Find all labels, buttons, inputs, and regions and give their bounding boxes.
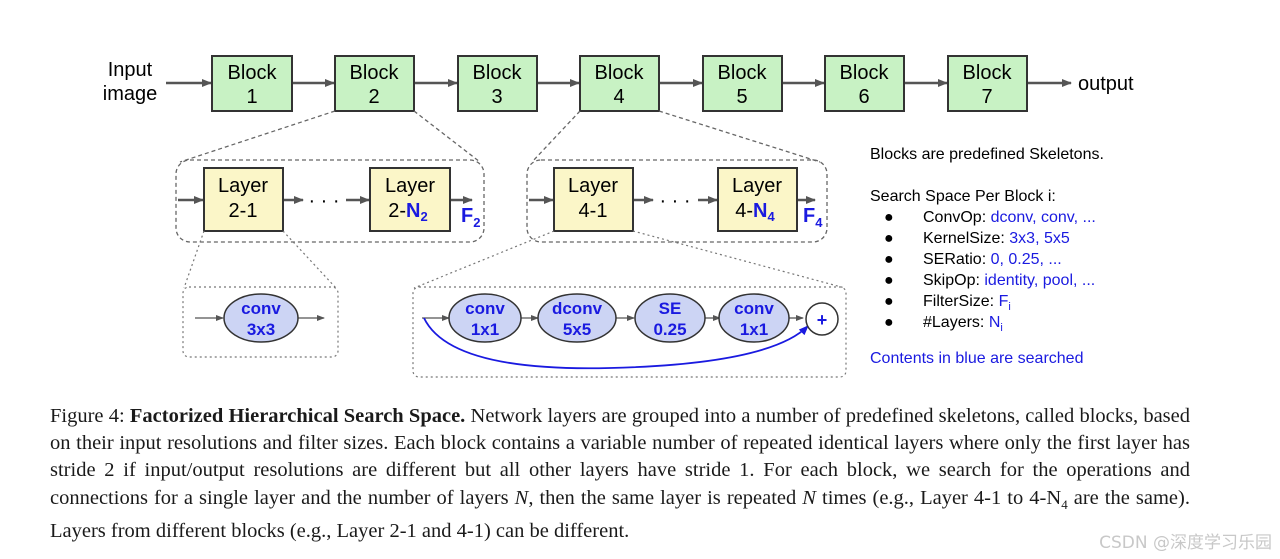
svg-text:1x1: 1x1 <box>471 320 499 339</box>
svg-text:conv: conv <box>241 299 281 318</box>
svg-text:7: 7 <box>981 86 992 108</box>
svg-text:Layer: Layer <box>568 175 618 197</box>
legend-subheading: Search Space Per Block i: <box>870 188 1056 205</box>
svg-text:dconv: dconv <box>552 299 603 318</box>
legend-item-filtersize: FilterSize: Fi <box>923 293 1011 314</box>
input-label-line2: image <box>103 83 157 105</box>
svg-text:SE: SE <box>659 299 682 318</box>
zoom-line-layer21-right <box>282 230 337 289</box>
block-4: Block 4 <box>579 55 660 112</box>
watermark: CSDN @深度学习乐园 <box>1099 533 1272 553</box>
layer-dots: · · · <box>659 190 690 212</box>
svg-text:4-N4: 4-N4 <box>735 200 775 224</box>
svg-text:Layer: Layer <box>732 175 782 197</box>
legend-item-seratio: SERatio: 0, 0.25, ... <box>923 251 1062 268</box>
zoom-line-layer21-left <box>183 230 205 289</box>
svg-text:5: 5 <box>736 86 747 108</box>
layer41-detail: conv 1x1 dconv 5x5 SE 0.25 conv 1x1 + <box>412 286 847 378</box>
skip-connection-arrow <box>423 317 809 370</box>
svg-text:Block: Block <box>718 62 768 84</box>
zoom-line-block2-left <box>179 110 336 163</box>
block-7: Block 7 <box>947 55 1028 112</box>
plus-sign: + <box>817 310 828 330</box>
add-node: + <box>805 302 839 336</box>
legend-item-layers: #Layers: Ni <box>923 314 1003 335</box>
layer21-detail: conv 3x3 <box>182 286 339 358</box>
legend-item-kernelsize: KernelSize: 3x3, 5x5 <box>923 230 1070 247</box>
svg-text:conv: conv <box>465 299 505 318</box>
legend-bullet: ● <box>884 314 894 331</box>
svg-text:2-N2: 2-N2 <box>388 200 427 224</box>
op-dconv-5x5: dconv 5x5 <box>537 293 617 343</box>
svg-text:4-1: 4-1 <box>579 200 608 222</box>
layer-4-n4: Layer 4-N4 <box>717 167 798 232</box>
block4-layers-group: Layer 4-1 · · · Layer 4-N4 F4 <box>526 159 828 243</box>
svg-text:Layer: Layer <box>385 175 435 197</box>
zoom-line-block4-right <box>658 110 821 163</box>
legend-note: Contents in blue are searched <box>870 350 1084 367</box>
legend-bullet: ● <box>884 293 894 310</box>
input-label: Input image <box>103 59 157 105</box>
layer-4-1: Layer 4-1 <box>553 167 634 232</box>
svg-text:2: 2 <box>368 86 379 108</box>
zoom-line-layer41-right <box>632 230 846 289</box>
svg-text:1x1: 1x1 <box>740 320 768 339</box>
block-2: Block 2 <box>334 55 415 112</box>
op-conv-1x1-first: conv 1x1 <box>448 293 522 343</box>
search-space-diagram: Input image Block 1 Block 2 Block 3 B <box>103 55 1134 378</box>
block-6: Block 6 <box>824 55 905 112</box>
svg-text:Block: Block <box>473 62 523 84</box>
legend-bullet: ● <box>884 251 894 268</box>
svg-text:conv: conv <box>734 299 774 318</box>
op-se-025: SE 0.25 <box>634 293 706 343</box>
legend-bullet: ● <box>884 272 894 289</box>
svg-text:2-1: 2-1 <box>229 200 258 222</box>
output-label: output <box>1078 73 1134 95</box>
legend-heading: Blocks are predefined Skeletons. <box>870 146 1104 163</box>
svg-text:Block: Block <box>595 62 645 84</box>
op-conv-1x1-second: conv 1x1 <box>718 293 790 343</box>
layer-2-1: Layer 2-1 <box>203 167 284 232</box>
figure-caption: Figure 4: Factorized Hierarchical Search… <box>50 405 1190 542</box>
filter-size-f2: F2 <box>461 205 480 230</box>
block2-layers-group: Layer 2-1 · · · Layer 2-N2 F2 <box>175 159 485 243</box>
svg-text:Block: Block <box>963 62 1013 84</box>
svg-text:3x3: 3x3 <box>247 320 275 339</box>
legend-item-convop: ConvOp: dconv, conv, ... <box>923 209 1096 226</box>
zoom-line-layer41-left <box>413 230 555 289</box>
op-conv-3x3: conv 3x3 <box>223 293 299 343</box>
legend-bullet: ● <box>884 209 894 226</box>
layer-2-n2: Layer 2-N2 <box>369 167 451 232</box>
svg-text:0.25: 0.25 <box>653 320 686 339</box>
svg-text:4: 4 <box>613 86 624 108</box>
legend-bullet: ● <box>884 230 894 247</box>
caption-label: Figure 4: <box>50 405 130 427</box>
svg-text:1: 1 <box>246 86 257 108</box>
zoom-line-block4-left <box>531 110 581 163</box>
svg-text:6: 6 <box>858 86 869 108</box>
zoom-line-block2-right <box>413 110 481 163</box>
legend-item-skipop: SkipOp: identity, pool, ... <box>923 272 1096 289</box>
layer-dots: · · · <box>308 190 339 212</box>
input-label-line1: Input <box>108 59 153 81</box>
block-5: Block 5 <box>702 55 783 112</box>
block-1: Block 1 <box>211 55 293 112</box>
filter-size-f4: F4 <box>803 205 823 230</box>
caption-title: Factorized Hierarchical Search Space. <box>129 405 466 427</box>
block-3: Block 3 <box>457 55 538 112</box>
svg-text:Block: Block <box>350 62 400 84</box>
svg-text:Block: Block <box>228 62 278 84</box>
svg-text:Layer: Layer <box>218 175 268 197</box>
svg-text:3: 3 <box>491 86 502 108</box>
svg-text:5x5: 5x5 <box>563 320 591 339</box>
svg-text:Block: Block <box>840 62 890 84</box>
